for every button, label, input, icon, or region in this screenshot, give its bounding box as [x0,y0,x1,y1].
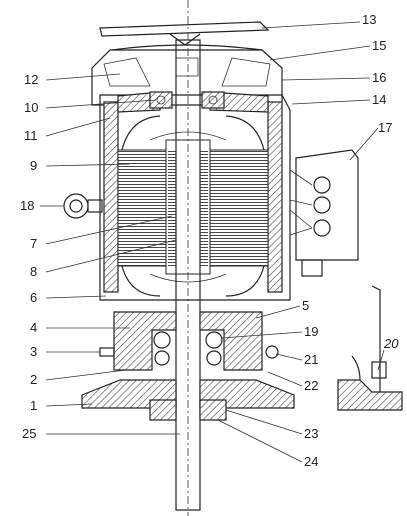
callout-16: 16 [372,70,386,85]
callout-labels: 13 15 16 14 17 12 10 11 9 18 7 8 6 4 3 2… [20,12,399,469]
detail-inset [337,285,403,411]
callout-3: 3 [30,344,37,359]
callout-11: 11 [24,128,38,143]
flange-base [81,347,295,421]
shaft [175,0,201,516]
callout-24: 24 [304,454,318,469]
upper-bearing [149,91,225,109]
callout-4: 4 [30,320,37,335]
callout-5: 5 [302,298,309,313]
fan-cover [99,21,270,51]
lifting-eye [63,193,103,219]
callout-14: 14 [372,92,386,107]
callout-1: 1 [30,398,37,413]
leader-lines [40,21,385,463]
terminal-box [289,149,359,277]
lower-end-shield [113,311,279,371]
callout-18: 18 [20,198,34,213]
callout-8: 8 [30,264,37,279]
winding-end-turns [121,115,265,297]
callout-13: 13 [362,12,376,27]
callout-10: 10 [24,100,38,115]
callout-21: 21 [304,352,318,367]
callout-17: 17 [378,120,392,135]
callout-15: 15 [372,38,386,53]
callout-2: 2 [30,372,37,387]
callout-23: 23 [304,426,318,441]
stator-core [117,149,269,267]
callout-7: 7 [30,236,37,251]
callout-12: 12 [24,72,38,87]
callout-22: 22 [304,378,318,393]
callout-25: 25 [22,426,36,441]
callout-19: 19 [304,324,318,339]
callout-20: 20 [383,336,399,351]
callout-9: 9 [30,158,37,173]
callout-6: 6 [30,290,37,305]
